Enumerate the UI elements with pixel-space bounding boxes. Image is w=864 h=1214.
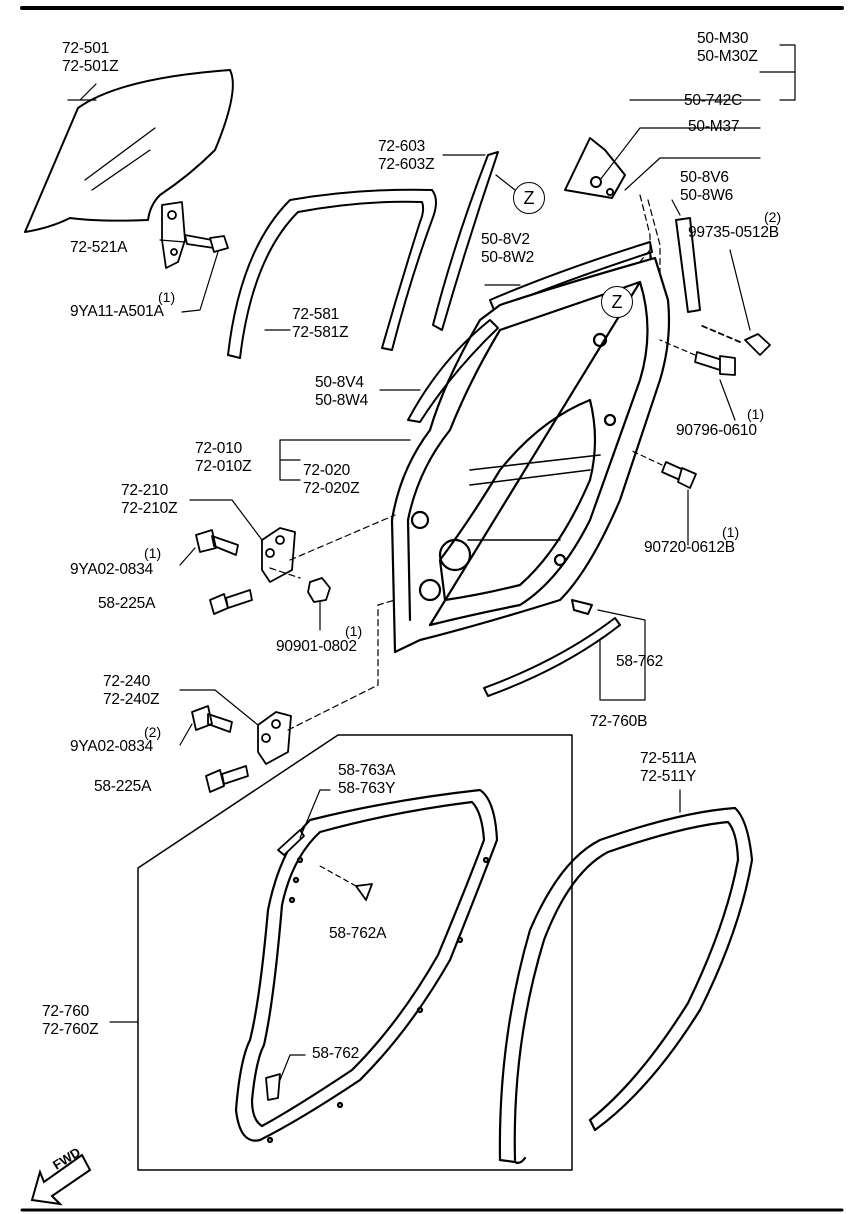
sash-trim bbox=[432, 151, 499, 331]
screw-90796 bbox=[694, 351, 736, 376]
label-50-m30: 50-M30 bbox=[697, 30, 749, 47]
label-72-020z: 72-020Z bbox=[303, 480, 360, 497]
door-weatherstrip bbox=[234, 788, 499, 1144]
label-50-8w2: 50-8W2 bbox=[481, 249, 535, 266]
label-58-762-lower: 58-762 bbox=[312, 1045, 360, 1062]
label-9ya11: 9YA11-A501A bbox=[70, 303, 164, 320]
callout-box bbox=[137, 734, 573, 1171]
qty-9ya02-lower: (2) bbox=[144, 724, 162, 740]
bolt-58-225a-upper bbox=[209, 589, 253, 615]
beltline-molding bbox=[407, 319, 499, 423]
clip-58-762a bbox=[355, 883, 373, 901]
mirror-patch bbox=[564, 137, 626, 199]
screw-99735 bbox=[699, 324, 771, 356]
label-72-581: 72-581 bbox=[292, 306, 340, 323]
label-72-760b: 72-760B bbox=[590, 713, 648, 730]
upper-hinge bbox=[261, 527, 296, 583]
pillar-trim bbox=[675, 217, 701, 313]
lower-hinge bbox=[257, 711, 292, 765]
label-90901: 90901-0802 bbox=[276, 638, 357, 655]
fwd-arrow-icon bbox=[30, 1153, 92, 1206]
label-72-511a: 72-511A bbox=[640, 750, 697, 767]
label-58-225a-upper: 58-225A bbox=[98, 595, 156, 612]
label-50-8v6: 50-8V6 bbox=[680, 169, 729, 186]
label-50-8w4: 50-8W4 bbox=[315, 392, 369, 409]
label-58-762a: 58-762A bbox=[329, 925, 387, 942]
label-58-762-top: 58-762 bbox=[616, 653, 664, 670]
bolt-9ya11 bbox=[184, 234, 229, 253]
label-50-8v2: 50-8V2 bbox=[481, 231, 530, 248]
label-99735: 99735-0512B bbox=[688, 224, 779, 241]
label-72-210z: 72-210Z bbox=[121, 500, 178, 517]
label-72-760z: 72-760Z bbox=[42, 1021, 99, 1038]
door-shell bbox=[390, 256, 671, 654]
qty-9ya02-upper: (1) bbox=[144, 545, 162, 561]
label-50-742c: 50-742C bbox=[684, 92, 743, 109]
run-channel bbox=[227, 188, 437, 359]
label-50-8w6: 50-8W6 bbox=[680, 187, 734, 204]
label-72-210: 72-210 bbox=[121, 482, 169, 499]
label-50-m30z: 50-M30Z bbox=[697, 48, 758, 65]
label-72-240z: 72-240Z bbox=[103, 691, 160, 708]
lower-weatherstrip bbox=[483, 599, 621, 697]
label-72-603: 72-603 bbox=[378, 138, 426, 155]
label-58-763a: 58-763A bbox=[338, 762, 396, 779]
label-72-020: 72-020 bbox=[303, 462, 351, 479]
label-58-225a-lower: 58-225A bbox=[94, 778, 152, 795]
bolt-58-225a-lower bbox=[205, 765, 249, 793]
clip-58-762-lower bbox=[265, 1073, 281, 1101]
label-50-8v4: 50-8V4 bbox=[315, 374, 364, 391]
qty-99735: (2) bbox=[764, 209, 782, 225]
label-58-763y: 58-763Y bbox=[338, 780, 396, 797]
clip-58-763a bbox=[277, 829, 305, 856]
bolt-9ya02-upper bbox=[195, 529, 239, 556]
label-90796: 90796-0610 bbox=[676, 422, 757, 439]
label-72-603z: 72-603Z bbox=[378, 156, 435, 173]
label-9ya02-upper: 9YA02-0834 bbox=[70, 561, 154, 578]
label-50-m37: 50-M37 bbox=[688, 118, 740, 135]
label-72-010z: 72-010Z bbox=[195, 458, 252, 475]
glass-bracket bbox=[161, 201, 186, 269]
qty-90796: (1) bbox=[747, 406, 765, 422]
nut-90901 bbox=[307, 577, 331, 603]
label-72-581z: 72-581Z bbox=[292, 324, 349, 341]
label-72-760: 72-760 bbox=[42, 1003, 90, 1020]
label-72-501z: 72-501Z bbox=[62, 58, 119, 75]
qty-9ya11: (1) bbox=[158, 289, 176, 305]
reference-marker-z-lower: Z bbox=[601, 286, 633, 318]
door-glass bbox=[24, 69, 234, 233]
qty-90901: (1) bbox=[345, 623, 363, 639]
label-72-511y: 72-511Y bbox=[640, 768, 697, 785]
label-72-501: 72-501 bbox=[62, 40, 110, 57]
body-weatherstrip bbox=[498, 806, 754, 1164]
label-72-521a: 72-521A bbox=[70, 239, 128, 256]
reference-marker-z-upper: Z bbox=[513, 182, 545, 214]
qty-90720: (1) bbox=[722, 524, 740, 540]
label-72-010: 72-010 bbox=[195, 440, 243, 457]
label-9ya02-lower: 9YA02-0834 bbox=[70, 738, 154, 755]
screw-90720 bbox=[661, 461, 697, 489]
label-90720: 90720-0612B bbox=[644, 539, 735, 556]
bolt-9ya02-lower bbox=[191, 705, 233, 733]
label-72-240: 72-240 bbox=[103, 673, 151, 690]
